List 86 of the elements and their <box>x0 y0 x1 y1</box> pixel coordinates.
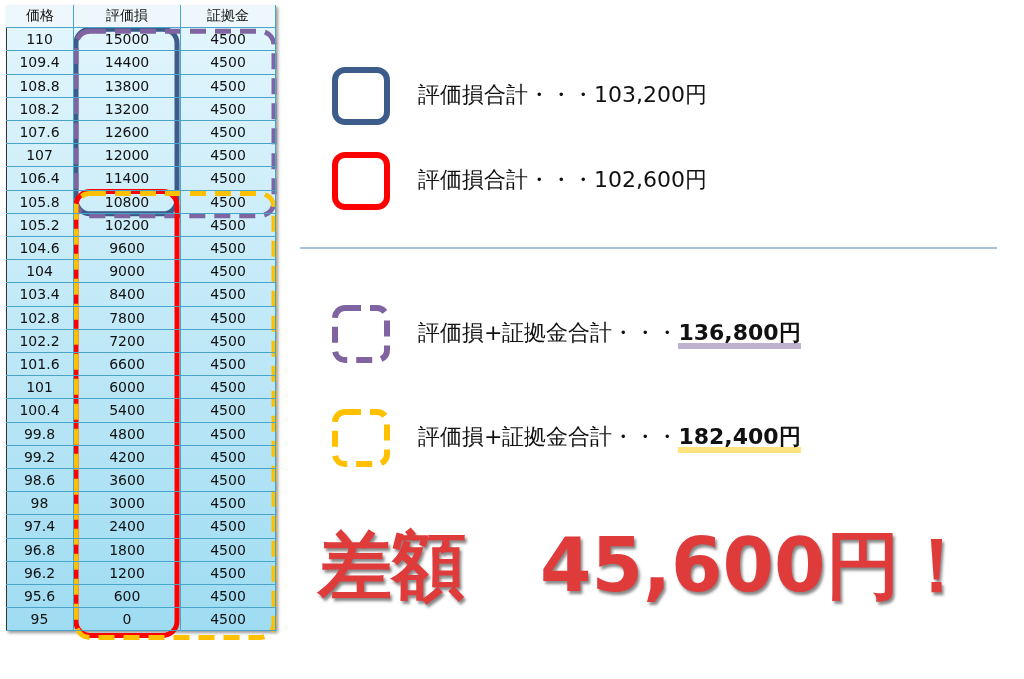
headline-text: 差額 45,600円！ <box>318 521 974 610</box>
table-cell: 4500 <box>181 515 276 539</box>
header-cell: 価格 <box>6 5 74 29</box>
table-cell: 4500 <box>181 283 276 307</box>
table-cell: 15000 <box>74 28 181 52</box>
table-cell: 95 <box>6 608 74 632</box>
table-cell: 4500 <box>181 585 276 609</box>
table-cell: 8400 <box>74 283 181 307</box>
table-cell: 6000 <box>74 376 181 400</box>
table-cell: 4500 <box>181 167 276 191</box>
table-cell: 101.6 <box>6 353 74 377</box>
table-cell: 99.2 <box>6 445 74 469</box>
table-cell: 2400 <box>74 515 181 539</box>
table-cell: 600 <box>74 585 181 609</box>
table-cell: 4200 <box>74 445 181 469</box>
table-cell: 4500 <box>181 353 276 377</box>
table-cell: 5400 <box>74 399 181 423</box>
table-cell: 105.8 <box>6 190 74 214</box>
legend-text: 評価損合計・・・102,600円 <box>418 166 707 194</box>
table-cell: 4500 <box>181 51 276 75</box>
table-cell: 4500 <box>181 237 276 261</box>
table-cell: 108.2 <box>6 97 74 121</box>
table-cell: 4500 <box>181 306 276 330</box>
table-cell: 98 <box>6 492 74 516</box>
table-cell: 95.6 <box>6 585 74 609</box>
table-cell: 4500 <box>181 190 276 214</box>
table-cell: 100.4 <box>6 399 74 423</box>
table-cell: 9000 <box>74 260 181 284</box>
table-cell: 4800 <box>74 422 181 446</box>
table-cell: 13200 <box>74 97 181 121</box>
table-cell: 1800 <box>74 538 181 562</box>
table-cell: 4500 <box>181 121 276 145</box>
table-cell: 4500 <box>181 213 276 237</box>
table-cell: 108.8 <box>6 74 74 98</box>
header-cell: 証拠金 <box>181 5 276 29</box>
table-cell: 109.4 <box>6 51 74 75</box>
table-cell: 7800 <box>74 306 181 330</box>
table-cell: 101 <box>6 376 74 400</box>
table-cell: 107.6 <box>6 121 74 145</box>
table-cell: 9600 <box>74 237 181 261</box>
table-cell: 104 <box>6 260 74 284</box>
table-cell: 96.8 <box>6 538 74 562</box>
table-cell: 4500 <box>181 561 276 585</box>
table-cell: 98.6 <box>6 469 74 493</box>
table-cell: 102.2 <box>6 329 74 353</box>
table-cell: 6600 <box>74 353 181 377</box>
table-cell: 11400 <box>74 167 181 191</box>
table-cell: 4500 <box>181 144 276 168</box>
table-cell: 12000 <box>74 144 181 168</box>
table-cell: 12600 <box>74 121 181 145</box>
table-cell: 110 <box>6 28 74 52</box>
table-cell: 4500 <box>181 422 276 446</box>
table-cell: 106.4 <box>6 167 74 191</box>
table-cell: 102.8 <box>6 306 74 330</box>
table-cell: 4500 <box>181 492 276 516</box>
table-cell: 4500 <box>181 538 276 562</box>
table-cell: 4500 <box>181 445 276 469</box>
header-cell: 評価損 <box>74 5 181 29</box>
table-cell: 4500 <box>181 469 276 493</box>
table-cell: 10800 <box>74 190 181 214</box>
table-cell: 7200 <box>74 329 181 353</box>
legend-text: 評価損+証拠金合計・・・182,400円 <box>418 422 801 452</box>
table-cell: 96.2 <box>6 561 74 585</box>
table-cell: 13800 <box>74 74 181 98</box>
table-cell: 4500 <box>181 399 276 423</box>
table-cell: 105.2 <box>6 213 74 237</box>
table-cell: 10200 <box>74 213 181 237</box>
table-cell: 103.4 <box>6 283 74 307</box>
table-cell: 4500 <box>181 74 276 98</box>
table-cell: 4500 <box>181 28 276 52</box>
table-cell: 3000 <box>74 492 181 516</box>
table-cell: 97.4 <box>6 515 74 539</box>
table-cell: 4500 <box>181 97 276 121</box>
table-cell: 4500 <box>181 260 276 284</box>
table-cell: 4500 <box>181 608 276 632</box>
table-cell: 1200 <box>74 561 181 585</box>
table-cell: 107 <box>6 144 74 168</box>
legend-text: 評価損合計・・・103,200円 <box>418 81 707 109</box>
table-cell: 4500 <box>181 376 276 400</box>
table-cell: 3600 <box>74 469 181 493</box>
table-cell: 99.8 <box>6 422 74 446</box>
table-cell: 14400 <box>74 51 181 75</box>
table-cell: 104.6 <box>6 237 74 261</box>
legend-text: 評価損+証拠金合計・・・136,800円 <box>418 318 801 348</box>
table-cell: 4500 <box>181 329 276 353</box>
table-cell: 0 <box>74 608 181 632</box>
